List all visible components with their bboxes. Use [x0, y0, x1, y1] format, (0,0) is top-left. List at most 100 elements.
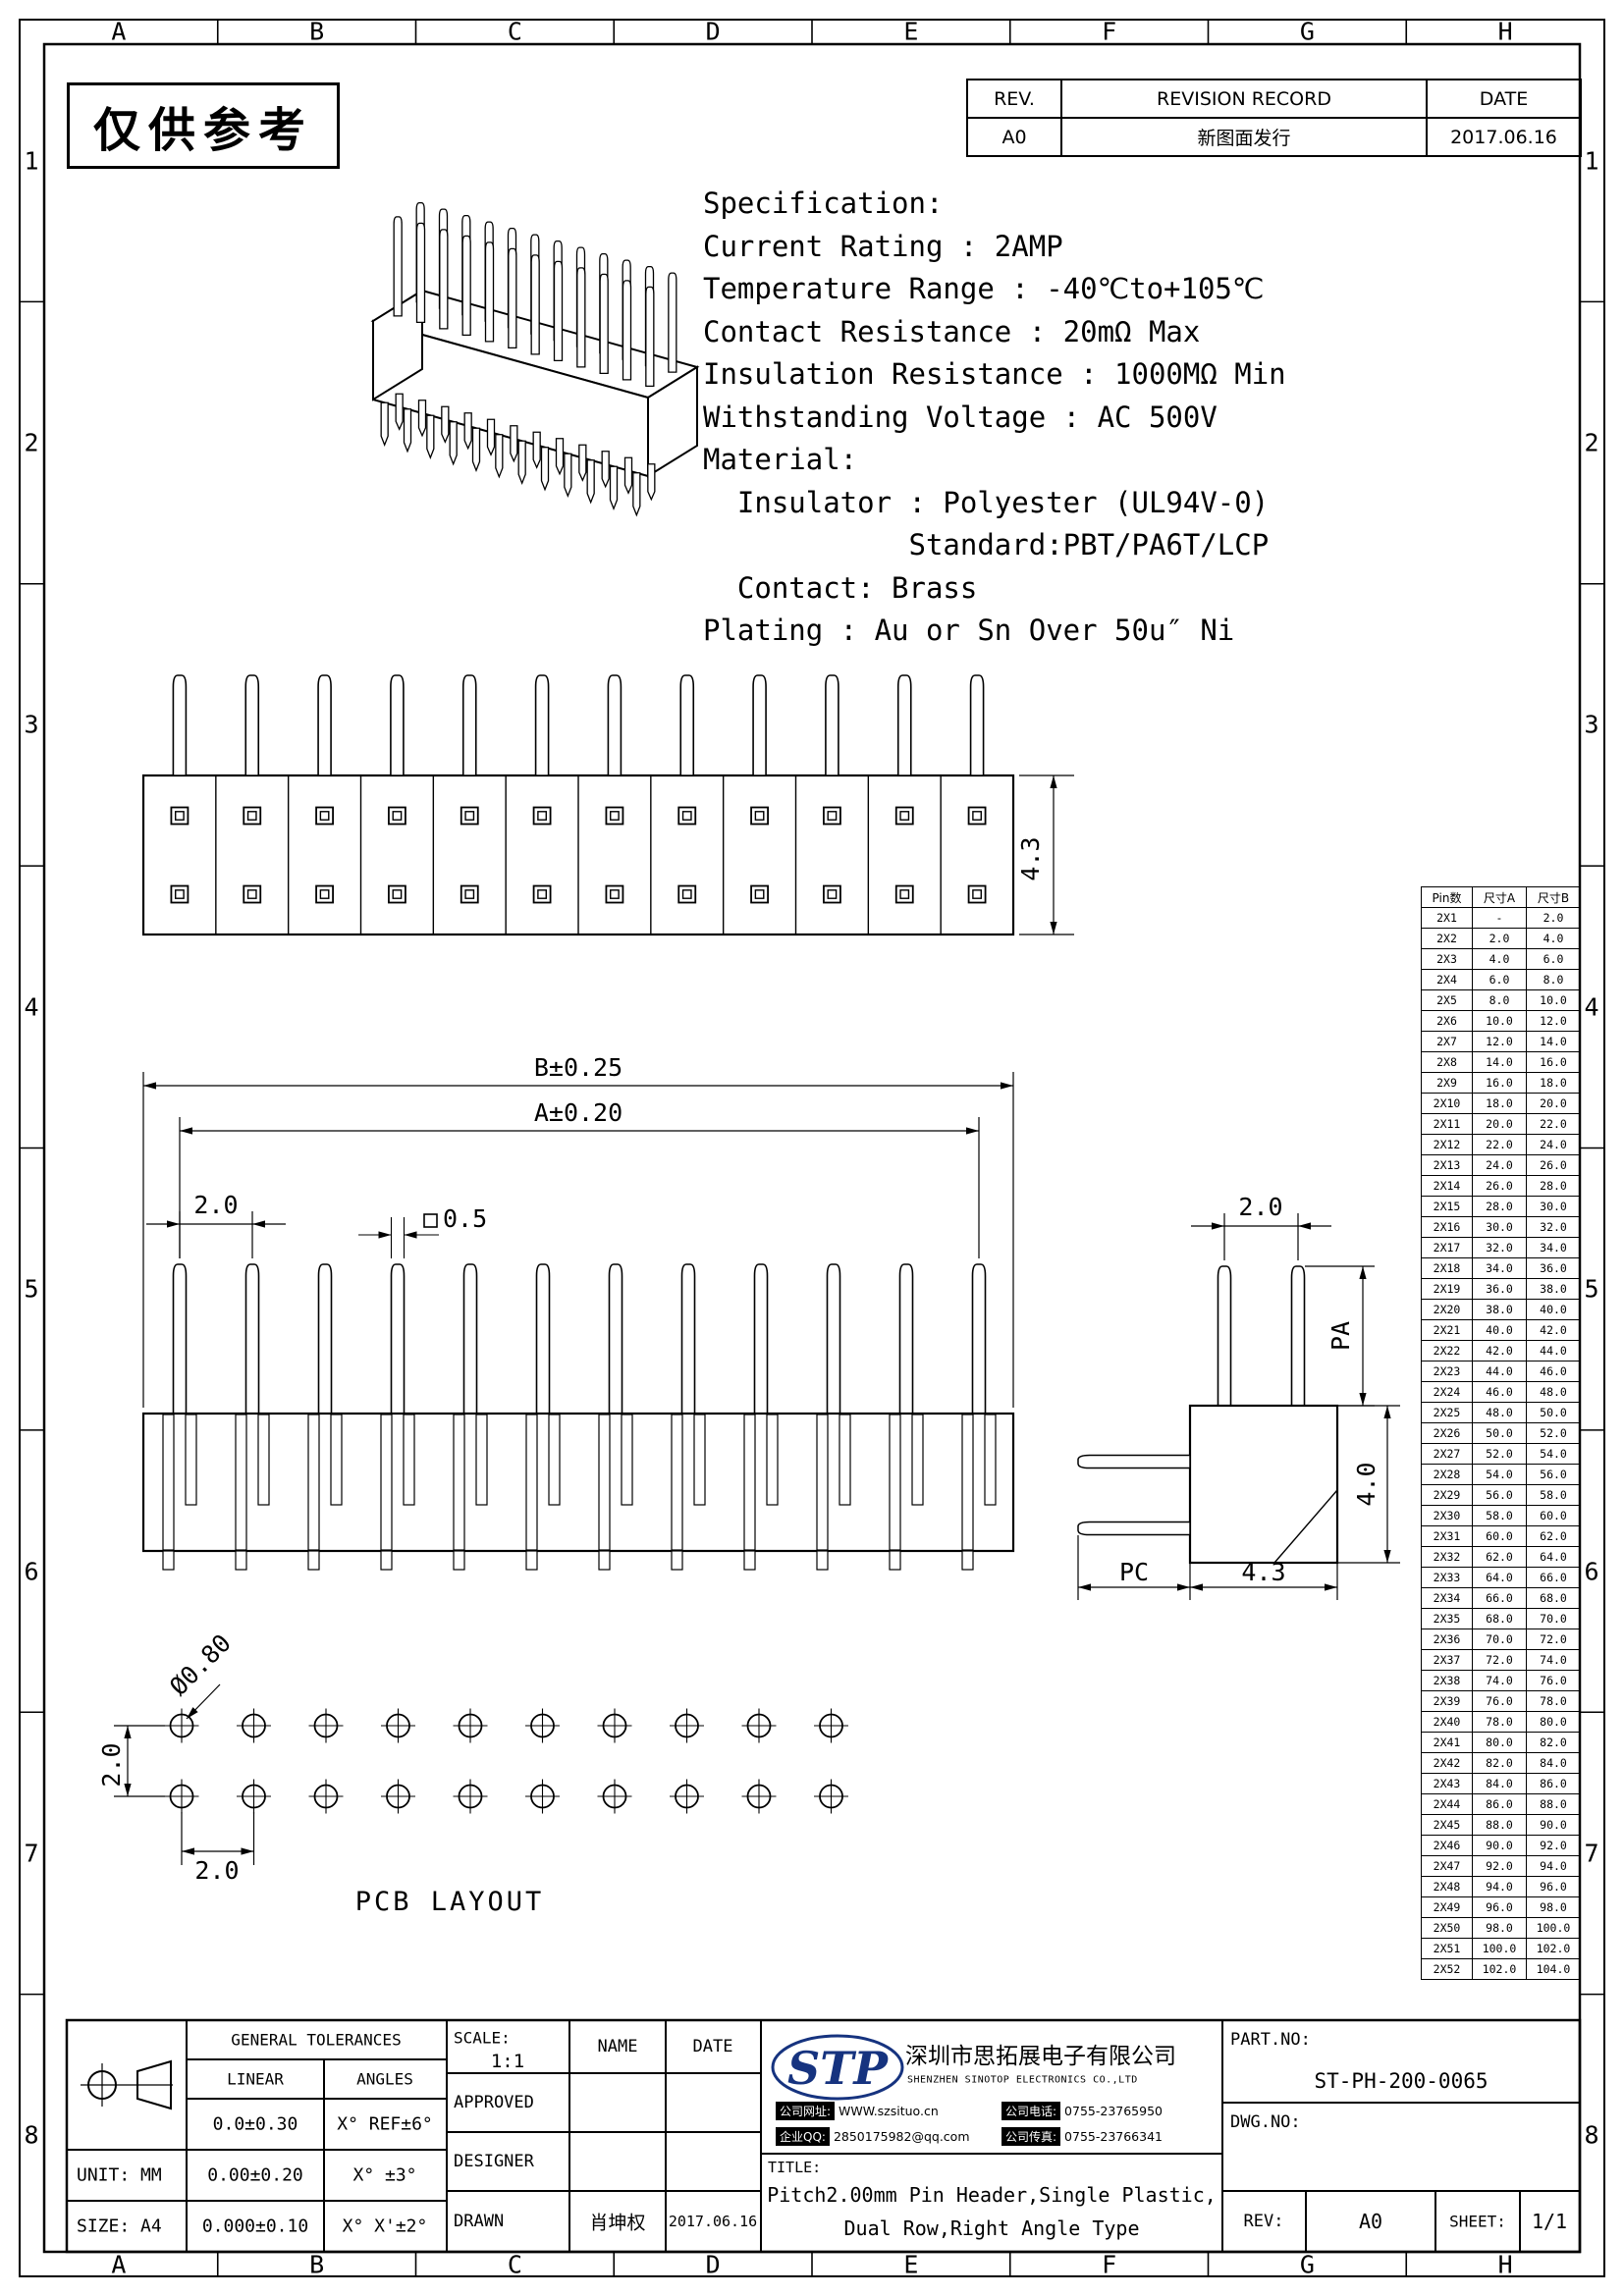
part-number: ST-PH-200-0065	[1314, 2069, 1489, 2093]
pin-table-cell: 56.0	[1472, 1484, 1527, 1506]
scale-label: SCALE:	[454, 2028, 511, 2048]
pin-table-cell: 2X47	[1421, 1855, 1473, 1877]
pin-table-cell: 54.0	[1472, 1464, 1527, 1485]
pin-table-cell: 2X48	[1421, 1876, 1473, 1897]
revision-header: REV.	[966, 79, 1062, 119]
pin-table-cell: 28.0	[1472, 1196, 1527, 1217]
pin-table-cell: 2X8	[1421, 1051, 1473, 1073]
zone-col-label: E	[903, 17, 919, 46]
pin-table-cell: 60.0	[1526, 1505, 1581, 1526]
zone-row-label: 2	[1584, 428, 1599, 457]
pin-table-cell: 92.0	[1472, 1855, 1527, 1877]
pin-table-cell: 2X52	[1421, 1958, 1473, 1980]
pin-table-cell: 68.0	[1526, 1587, 1581, 1609]
pin-table-cell: 88.0	[1472, 1814, 1527, 1836]
zone-row-label: 1	[24, 146, 39, 176]
pin-table-cell: 100.0	[1526, 1917, 1581, 1939]
pin-table-cell: 2X15	[1421, 1196, 1473, 1217]
revision-header: REVISION RECORD	[1060, 79, 1428, 119]
reference-only-text: 仅供参考	[92, 103, 313, 158]
pin-table-cell: 42.0	[1472, 1340, 1527, 1362]
tolerance-linear-2: 0.00±0.20	[207, 2164, 303, 2186]
zone-col-label: E	[903, 2250, 919, 2279]
pin-table-cell: 52.0	[1526, 1422, 1581, 1444]
pin-table-cell: 2X24	[1421, 1381, 1473, 1403]
pin-table-cell: 98.0	[1472, 1917, 1527, 1939]
pin-table-cell: 80.0	[1526, 1711, 1581, 1733]
pin-table-cell: 14.0	[1472, 1051, 1527, 1073]
pin-table-cell: 2X38	[1421, 1670, 1473, 1691]
zone-row-label: 4	[1584, 992, 1599, 1022]
fax-value: 0755-23766341	[1064, 2129, 1163, 2144]
pin-table-cell: 64.0	[1526, 1546, 1581, 1568]
pin-table-cell: 40.0	[1472, 1319, 1527, 1341]
pin-table-cell: 2X29	[1421, 1484, 1473, 1506]
part-no-label: PART.NO:	[1230, 2030, 1311, 2050]
zone-col-label: A	[111, 2250, 127, 2279]
drawn-label: DRAWN	[454, 2212, 505, 2231]
pin-table-cell: 22.0	[1472, 1134, 1527, 1155]
sheet-label: SHEET:	[1449, 2212, 1506, 2231]
pin-table-cell: 100.0	[1472, 1938, 1527, 1959]
pin-table-cell: 2X49	[1421, 1896, 1473, 1918]
pin-table-cell: 18.0	[1526, 1072, 1581, 1094]
pin-table-cell: 98.0	[1526, 1896, 1581, 1918]
pin-table-cell: 26.0	[1472, 1175, 1527, 1197]
pin-table-cell: 2X14	[1421, 1175, 1473, 1197]
company-qq: 企业QQ: 2850175982@qq.com	[776, 2127, 970, 2146]
side-pc-dim: PC	[1119, 1558, 1149, 1586]
pin-table-cell: 2X39	[1421, 1690, 1473, 1712]
pin-table-cell: 58.0	[1526, 1484, 1581, 1506]
scale-value: 1:1	[490, 2051, 525, 2072]
pin-table-cell: 60.0	[1472, 1525, 1527, 1547]
pin-table-cell: 2X9	[1421, 1072, 1473, 1094]
revision-cell: 2017.06.16	[1426, 117, 1582, 157]
zone-col-label: H	[1497, 17, 1513, 46]
phone-value: 0755-23765950	[1064, 2104, 1163, 2118]
pin-table-cell: 2X37	[1421, 1649, 1473, 1671]
dim-a-label: A±0.20	[534, 1098, 623, 1127]
pin-table-cell: 20.0	[1472, 1113, 1527, 1135]
zone-row-label: 1	[1584, 146, 1599, 176]
pin-table-cell: 4.0	[1472, 948, 1527, 970]
pin-table-cell: 46.0	[1526, 1361, 1581, 1382]
zone-row-label: 4	[24, 992, 39, 1022]
pin-table-cell: 2X11	[1421, 1113, 1473, 1135]
pcb-layout-label: PCB LAYOUT	[355, 1887, 545, 1917]
pin-table-cell: 58.0	[1472, 1505, 1527, 1526]
pin-table-cell: 2X30	[1421, 1505, 1473, 1526]
pin-table-cell: 32.0	[1472, 1237, 1527, 1258]
front-height-dim: 4.3	[1016, 836, 1045, 881]
pin-table-cell: 76.0	[1472, 1690, 1527, 1712]
pin-table-cell: 2X4	[1421, 969, 1473, 990]
revision-value: A0	[1358, 2210, 1383, 2233]
pin-table-cell: 10.0	[1526, 989, 1581, 1011]
pin-table-cell: 2X19	[1421, 1278, 1473, 1300]
pin-table-cell: 2X21	[1421, 1319, 1473, 1341]
approved-label: APPROVED	[454, 2093, 534, 2112]
pin-table-cell: 34.0	[1472, 1257, 1527, 1279]
zone-col-label: A	[111, 17, 127, 46]
pin-table-cell: 20.0	[1526, 1093, 1581, 1114]
pin-table-cell: 82.0	[1472, 1752, 1527, 1774]
zone-col-label: F	[1102, 17, 1117, 46]
spec-line: Contact Resistance : 20mΩ Max	[703, 314, 1201, 348]
pin-table-cell: 16.0	[1472, 1072, 1527, 1094]
